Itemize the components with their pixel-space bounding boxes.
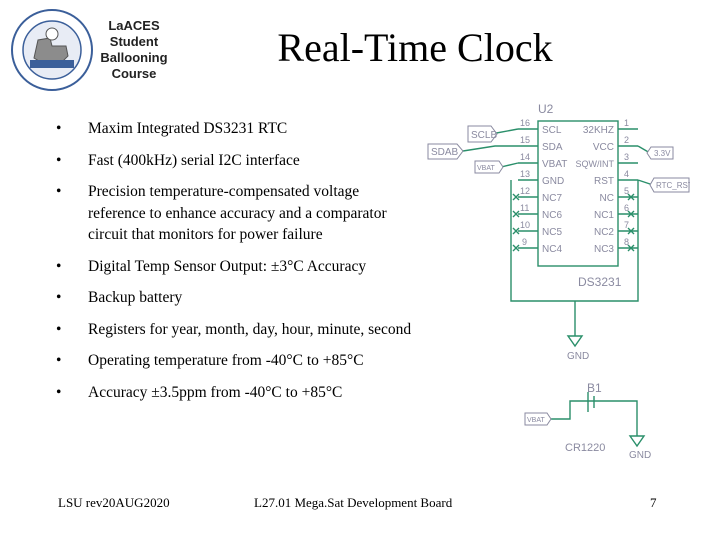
- battery-part: CR1220: [565, 442, 605, 454]
- pin-num: 7: [624, 220, 629, 230]
- pin-name: SQW/INT: [576, 159, 615, 169]
- net-label-rst-text: RTC_RST: [656, 181, 690, 190]
- ic-ref: U2: [538, 102, 554, 116]
- bullet-dot: •: [56, 120, 62, 137]
- pin-name: NC: [600, 193, 614, 204]
- battery-ref: B1: [587, 381, 602, 395]
- pin-name: VCC: [593, 142, 614, 153]
- pin-name: SCL: [542, 125, 562, 136]
- pin-name: RST: [594, 176, 614, 187]
- battery-gnd-label: GND: [629, 450, 651, 461]
- pin-name: 32KHZ: [583, 125, 614, 136]
- bullet-list: •Maxim Integrated DS3231 RTC •Fast (400k…: [50, 118, 420, 413]
- pin-num: 14: [520, 152, 530, 162]
- pin-name: SDA: [542, 142, 563, 153]
- pin-name: NC3: [594, 244, 614, 255]
- pin-name: VBAT: [542, 159, 567, 170]
- pin-name: NC5: [542, 227, 562, 238]
- bullet-item: •Digital Temp Sensor Output: ±3°C Accura…: [50, 256, 420, 278]
- net-label-rst: [649, 177, 690, 193]
- ic-body: [537, 120, 619, 267]
- net-label-batt-vbat: [524, 412, 552, 426]
- bullet-item: •Maxim Integrated DS3231 RTC: [50, 118, 420, 140]
- lasace-logo: LaACES Student Ballooning Course: [8, 8, 168, 94]
- pin-name: NC1: [594, 210, 614, 221]
- pin-num: 10: [520, 220, 530, 230]
- bullet-dot: •: [56, 352, 62, 369]
- bullet-dot: •: [56, 183, 62, 200]
- pin-name: NC2: [594, 227, 614, 238]
- footer-revision: LSU rev20AUG2020: [58, 495, 170, 510]
- bullet-item: •Precision temperature-compensated volta…: [56, 183, 387, 243]
- logo-text: LaACES Student Ballooning Course: [98, 18, 170, 82]
- net-label-vcc-text: 3.3V: [654, 149, 671, 158]
- bullet-item: •Backup battery: [50, 287, 420, 309]
- ic-part: DS3231: [578, 275, 622, 289]
- bullet-dot: •: [56, 151, 62, 169]
- net-label-sda: [427, 143, 464, 160]
- bullet-dot: •: [56, 257, 62, 275]
- pin-num: 15: [520, 135, 530, 145]
- page-number: 7: [650, 495, 657, 510]
- gnd-label: GND: [567, 351, 589, 362]
- bullet-item: •Fast (400kHz) serial I2C interface: [50, 150, 420, 172]
- bullet-item: •Registers for year, month, day, hour, m…: [50, 319, 420, 341]
- logo-line-1: LaACES: [108, 18, 160, 33]
- net-label-scl: [467, 125, 498, 143]
- pin-num: 6: [624, 203, 629, 213]
- bullet-dot: •: [56, 383, 62, 401]
- bullet-item: •Accuracy ±3.5ppm from -40°C to +85°C: [50, 382, 420, 404]
- pin-num: 13: [520, 169, 530, 179]
- pin-num: 11: [520, 203, 529, 213]
- net-label-vbat: [474, 160, 504, 174]
- pin-name: NC7: [542, 193, 562, 204]
- pin-name: NC4: [542, 244, 562, 255]
- pin-name: GND: [542, 176, 564, 187]
- net-label-sda-text: SDAB: [431, 147, 459, 158]
- pin-num: 2: [624, 135, 629, 145]
- logo-line-3: Ballooning: [100, 50, 168, 65]
- pin-num: 4: [624, 169, 629, 179]
- pin-num: 12: [520, 186, 530, 196]
- net-label-vbat-text: VBAT: [477, 165, 495, 172]
- net-label-scl-text: SCLB: [471, 130, 497, 141]
- bullet-item: •Operating temperature from -40°C to +85…: [50, 350, 420, 372]
- pin-num: 1: [624, 118, 629, 128]
- net-label-vcc: [646, 146, 674, 160]
- pin-num: 8: [624, 237, 629, 247]
- battery-net-text: VBAT: [527, 417, 545, 424]
- pin-num: 9: [522, 237, 527, 247]
- laspace-seal-icon: [11, 9, 93, 91]
- slide-title: Real-Time Clock: [277, 25, 553, 70]
- footer-doc-title: L27.01 Mega.Sat Development Board: [254, 495, 453, 510]
- bullet-dot: •: [56, 320, 62, 338]
- pin-num: 5: [624, 186, 629, 196]
- pin-name: NC6: [542, 210, 562, 221]
- rtc-schematic: U2 DS3231 SCLB SDAB VBAT 3.3V RTC_RST GN…: [427, 102, 690, 461]
- bullet-dot: •: [56, 289, 62, 306]
- logo-line-4: Course: [111, 66, 157, 81]
- pin-num: 3: [624, 152, 629, 162]
- logo-line-2: Student: [109, 34, 159, 49]
- pin-num: 16: [520, 118, 530, 128]
